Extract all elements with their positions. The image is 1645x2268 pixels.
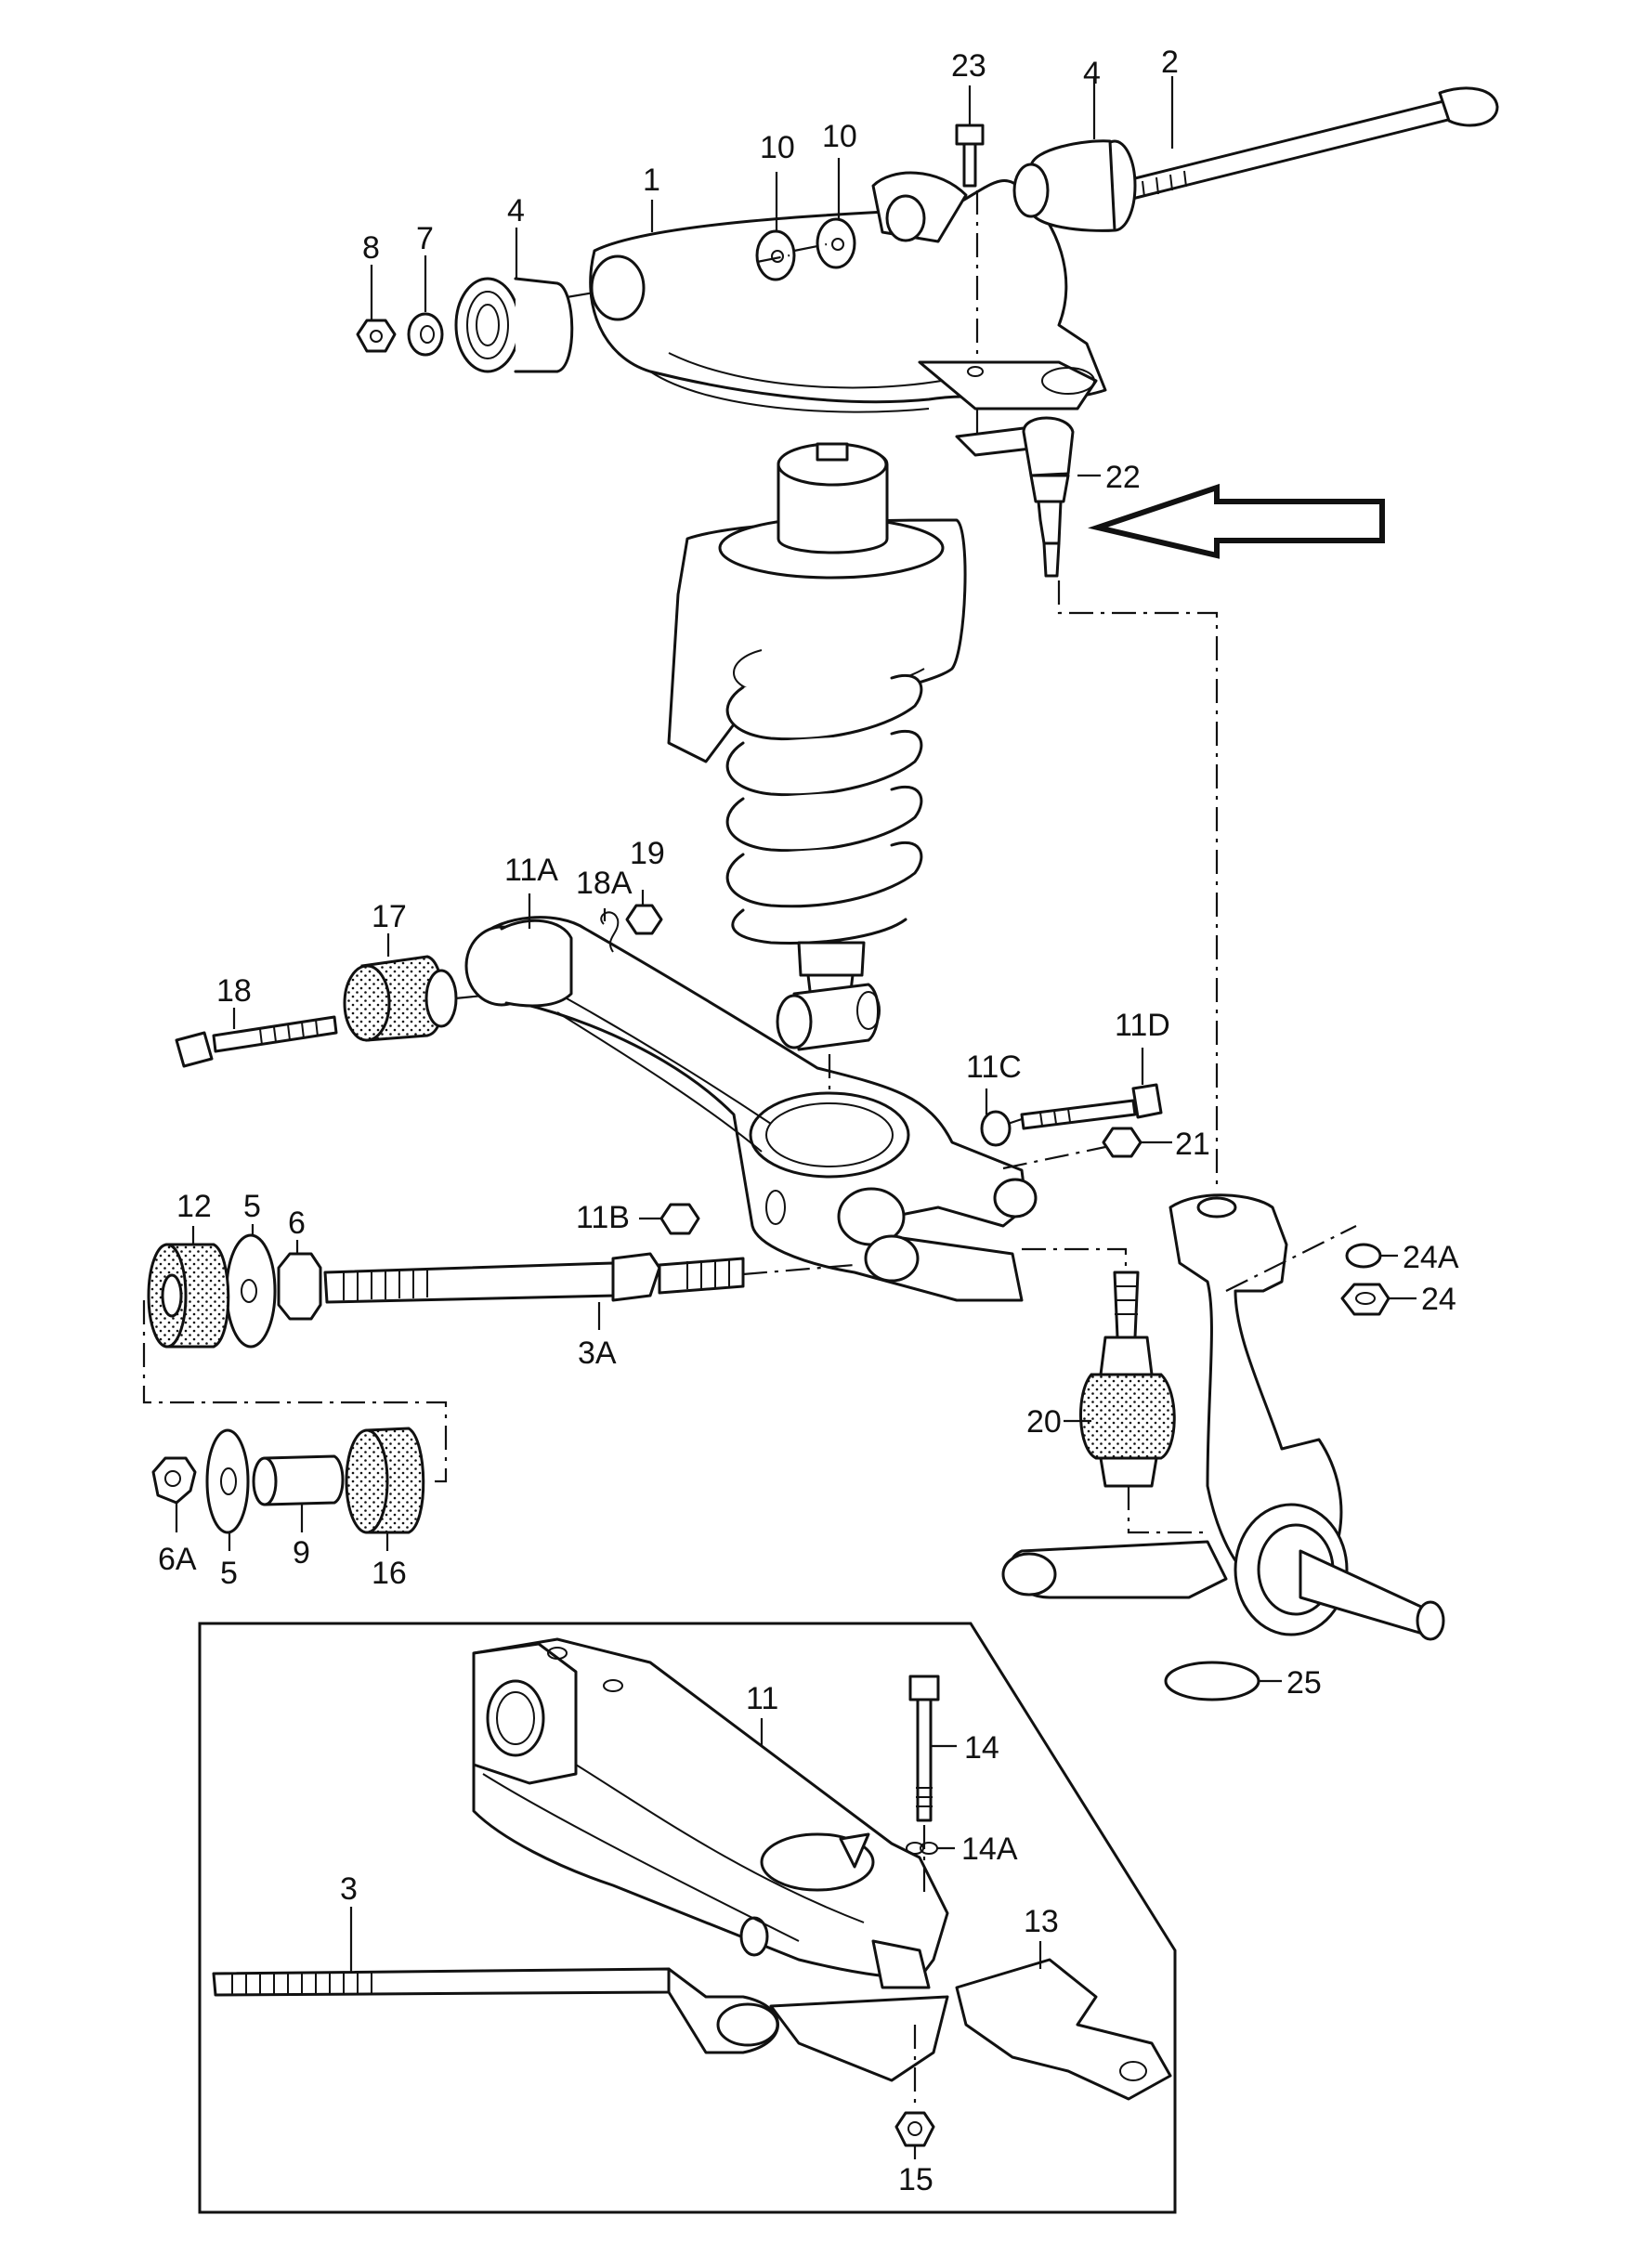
seal-25: [1164, 1661, 1260, 1701]
bolt-11D: [1020, 1083, 1163, 1130]
lower-ball-joint: [1079, 1271, 1176, 1488]
callout-7: 7: [416, 221, 434, 256]
tie-rod-3: [212, 1967, 949, 2082]
cotter-pin: [600, 911, 620, 953]
strut-lower-eye: [776, 983, 881, 1051]
nut-21: [1102, 1127, 1142, 1158]
bracket-13: [955, 1958, 1172, 2101]
callout-3A: 3A: [578, 1336, 617, 1371]
callout-5a: 5: [243, 1189, 261, 1224]
nut-24: [1340, 1283, 1390, 1316]
bushing-upper-left: [454, 277, 574, 373]
callout-4a: 4: [1083, 56, 1101, 91]
bolt-14: [908, 1675, 940, 1822]
lower-control-arm: [464, 916, 1038, 1302]
nut-11B: [659, 1203, 700, 1235]
callout-20: 20: [1026, 1404, 1062, 1440]
steering-knuckle: [1001, 1193, 1445, 1641]
bushing-12: [147, 1243, 230, 1349]
coil-spring: [725, 649, 925, 1000]
upper-ball-joint: [955, 416, 1075, 578]
callout-6A: 6A: [158, 1542, 197, 1577]
bolt-18: [175, 1015, 338, 1068]
washer-5-upper: [225, 1233, 277, 1349]
washer-5-lower: [205, 1428, 250, 1534]
callout-13: 13: [1024, 1904, 1059, 1939]
callout-25: 25: [1286, 1665, 1322, 1701]
callout-18: 18: [216, 973, 252, 1009]
nut-15: [894, 2111, 935, 2147]
screw: [955, 124, 985, 188]
highlight-arrow: [1088, 483, 1385, 559]
callout-23: 23: [951, 48, 986, 84]
callout-14: 14: [964, 1730, 999, 1766]
callout-3: 3: [340, 1871, 358, 1907]
bushing-17: [343, 955, 458, 1042]
callout-17: 17: [372, 899, 407, 934]
nut-6A: [151, 1456, 197, 1505]
callout-21: 21: [1175, 1127, 1210, 1162]
callout-2: 2: [1161, 45, 1179, 80]
callout-14A: 14A: [961, 1831, 1018, 1867]
callout-11B: 11B: [576, 1200, 630, 1235]
callout-11C: 11C: [966, 1049, 1022, 1085]
callout-12: 12: [176, 1189, 212, 1224]
bushing-upper-right: [1012, 139, 1137, 232]
leader-lines: [175, 76, 1417, 2159]
bushing-16: [345, 1427, 425, 1534]
callout-8: 8: [362, 230, 380, 266]
washer-11C: [980, 1110, 1012, 1147]
tie-rod-3A: [323, 1252, 745, 1304]
callout-22: 22: [1105, 460, 1141, 495]
callout-11D: 11D: [1115, 1008, 1170, 1043]
nut: [356, 319, 397, 353]
callout-19: 19: [630, 836, 665, 871]
lower-arm-11: [472, 1637, 949, 1989]
inset-frame: [198, 1622, 1177, 2214]
callout-15: 15: [898, 2162, 933, 2197]
callout-24A: 24A: [1403, 1240, 1459, 1275]
callout-10a: 10: [760, 130, 795, 165]
callout-9: 9: [293, 1535, 310, 1571]
washer: [407, 312, 444, 357]
callout-5b: 5: [220, 1556, 238, 1591]
nut-6: [277, 1252, 322, 1321]
strut-top-mount: [777, 442, 889, 554]
nut-19: [625, 904, 663, 935]
washer-pair: [755, 217, 856, 281]
callout-11: 11: [746, 1681, 778, 1716]
callout-6: 6: [288, 1206, 306, 1241]
washer-24A: [1345, 1243, 1382, 1269]
long-bolt: [1122, 86, 1499, 202]
callout-1: 1: [643, 163, 660, 198]
spacer-9: [252, 1454, 345, 1506]
callout-10b: 10: [822, 119, 857, 154]
callout-16: 16: [372, 1556, 407, 1591]
callout-4b: 4: [507, 193, 525, 228]
callout-18A: 18A: [576, 866, 633, 901]
callout-labels: 1 2 3 3A 4 4 5 5 6 6A 7 8 9 10 10 11 11A…: [158, 45, 1459, 2197]
callout-11A: 11A: [504, 853, 558, 888]
assembly-lines: [142, 190, 1357, 2108]
callout-24: 24: [1421, 1282, 1456, 1317]
